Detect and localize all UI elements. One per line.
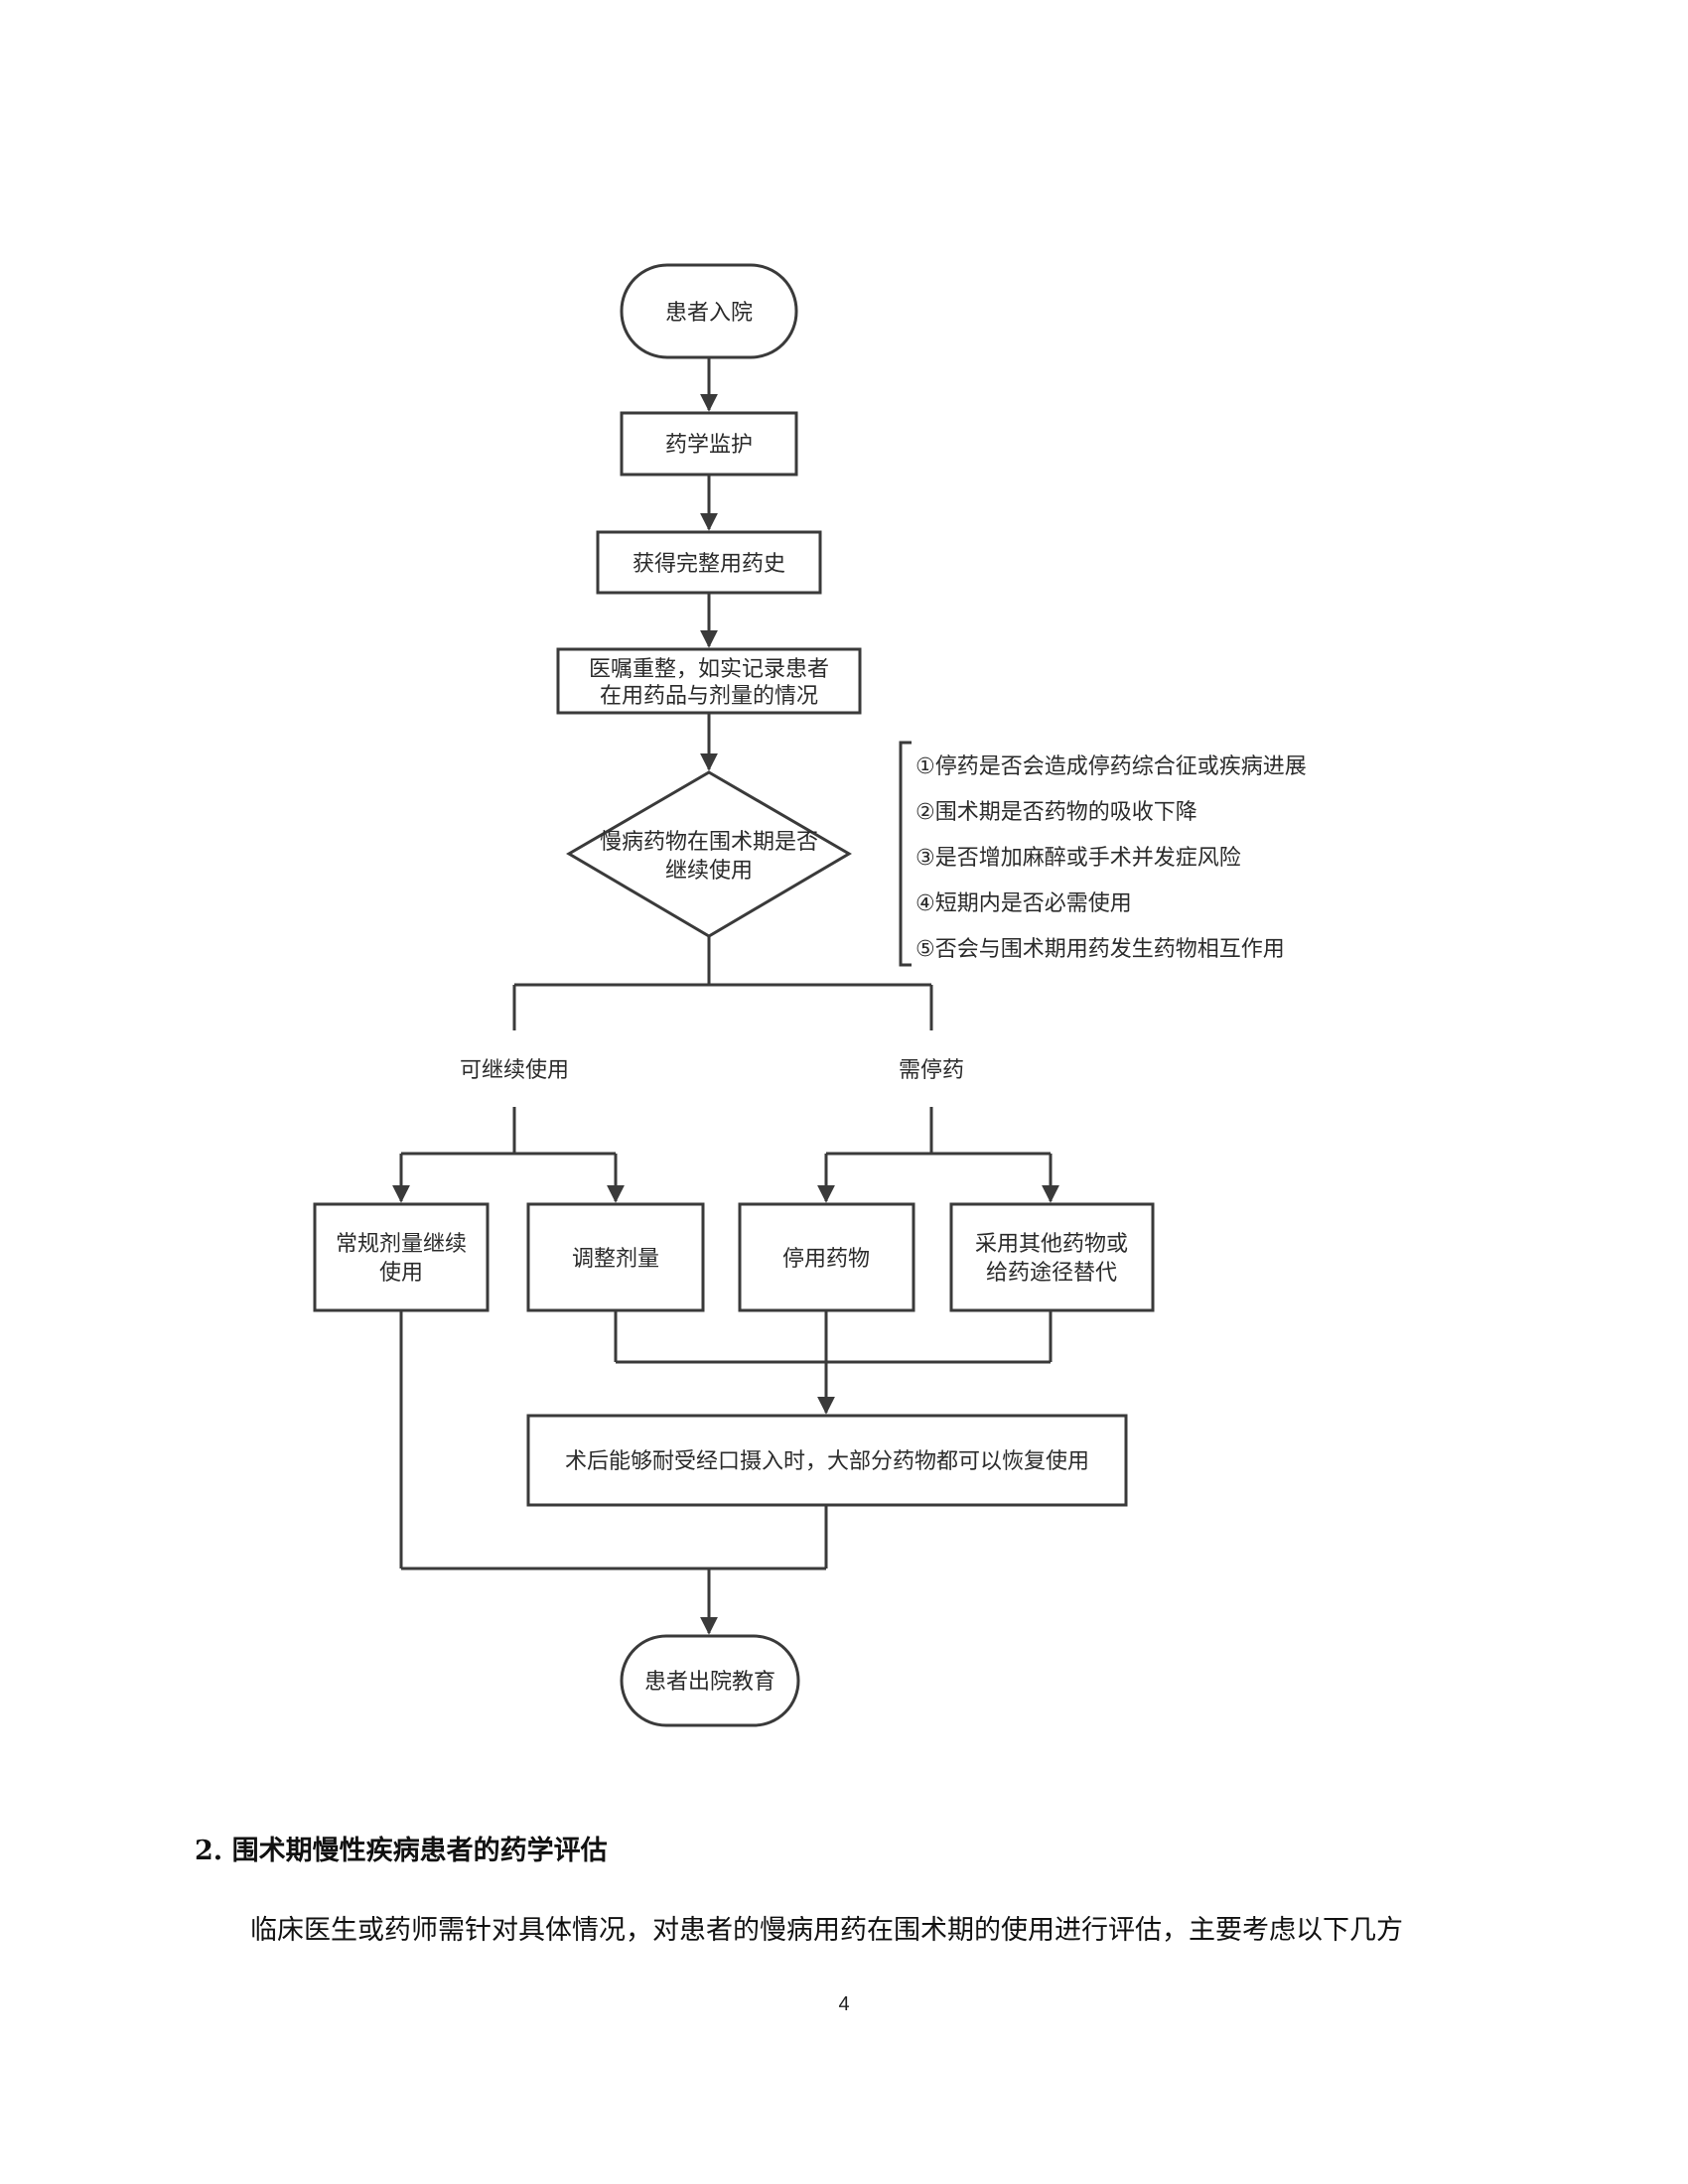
node-stop-drug: 停用药物 xyxy=(738,1202,915,1312)
node-continue-normal-dose: 常规剂量继续 使用 xyxy=(313,1202,490,1312)
node-postop-label: 术后能够耐受经口摄入时，大部分药物都可以恢复使用 xyxy=(565,1449,1089,1474)
branch-label-stop: 需停药 xyxy=(899,1058,964,1083)
node-medication-history: 获得完整用药史 xyxy=(596,530,822,595)
node-adjust-label: 调整剂量 xyxy=(572,1247,659,1272)
connectors xyxy=(392,357,1059,1635)
criteria-item: ③是否增加麻醉或手术并发症风险 xyxy=(915,846,1241,871)
node-pharmaceutical-monitoring: 药学监护 xyxy=(620,411,798,477)
node-stop-label: 停用药物 xyxy=(782,1247,870,1272)
node-medication-reconciliation: 医嘱重整，如实记录患者 在用药品与剂量的情况 xyxy=(556,647,862,715)
page-number: 4 xyxy=(838,1993,850,2015)
criteria-item: ⑤否会与围术期用药发生药物相互作用 xyxy=(915,937,1285,962)
node-reconcile-line2: 在用药品与剂量的情况 xyxy=(600,684,818,709)
node-history-label: 获得完整用药史 xyxy=(633,552,785,577)
criteria-list: ①停药是否会造成停药综合征或疾病进展 ②围术期是否药物的吸收下降 ③是否增加麻醉… xyxy=(899,741,1307,967)
node-end-label: 患者出院教育 xyxy=(644,1670,775,1695)
node-postop-resume: 术后能够耐受经口摄入时，大部分药物都可以恢复使用 xyxy=(526,1414,1128,1507)
criteria-item: ④短期内是否必需使用 xyxy=(915,891,1132,916)
node-start: 患者入院 xyxy=(620,263,798,359)
node-decision-line2: 继续使用 xyxy=(665,859,753,884)
node-end: 患者出院教育 xyxy=(620,1634,800,1727)
node-alternative-line1: 采用其他药物或 xyxy=(975,1232,1128,1257)
node-reconcile-line1: 医嘱重整，如实记录患者 xyxy=(589,657,829,682)
criteria-item: ②围术期是否药物的吸收下降 xyxy=(915,800,1197,825)
node-monitoring-label: 药学监护 xyxy=(665,433,753,458)
node-continue-line2: 使用 xyxy=(379,1261,423,1286)
node-alternative-line2: 给药途径替代 xyxy=(986,1261,1117,1286)
node-decision: 慢病药物在围术期是否 继续使用 xyxy=(566,770,852,938)
node-decision-line1: 慢病药物在围术期是否 xyxy=(600,830,818,855)
criteria-item: ①停药是否会造成停药综合征或疾病进展 xyxy=(915,754,1307,779)
node-continue-line1: 常规剂量继续 xyxy=(336,1232,467,1257)
node-start-label: 患者入院 xyxy=(665,301,753,326)
perioperative-flowchart: 患者入院 药学监护 获得完整用药史 医嘱重整，如实记录患者 在用药品与剂量的情况… xyxy=(313,263,1307,1727)
body-paragraph: 临床医生或药师需针对具体情况，对患者的慢病用药在围术期的使用进行评估，主要考虑以… xyxy=(250,1915,1403,1946)
section-heading: 2. 围术期慢性疾病患者的药学评估 xyxy=(195,1836,608,1866)
node-adjust-dose: 调整剂量 xyxy=(526,1202,705,1312)
branch-label-continue: 可继续使用 xyxy=(460,1058,569,1083)
node-alternative: 采用其他药物或 给药途径替代 xyxy=(949,1202,1155,1312)
